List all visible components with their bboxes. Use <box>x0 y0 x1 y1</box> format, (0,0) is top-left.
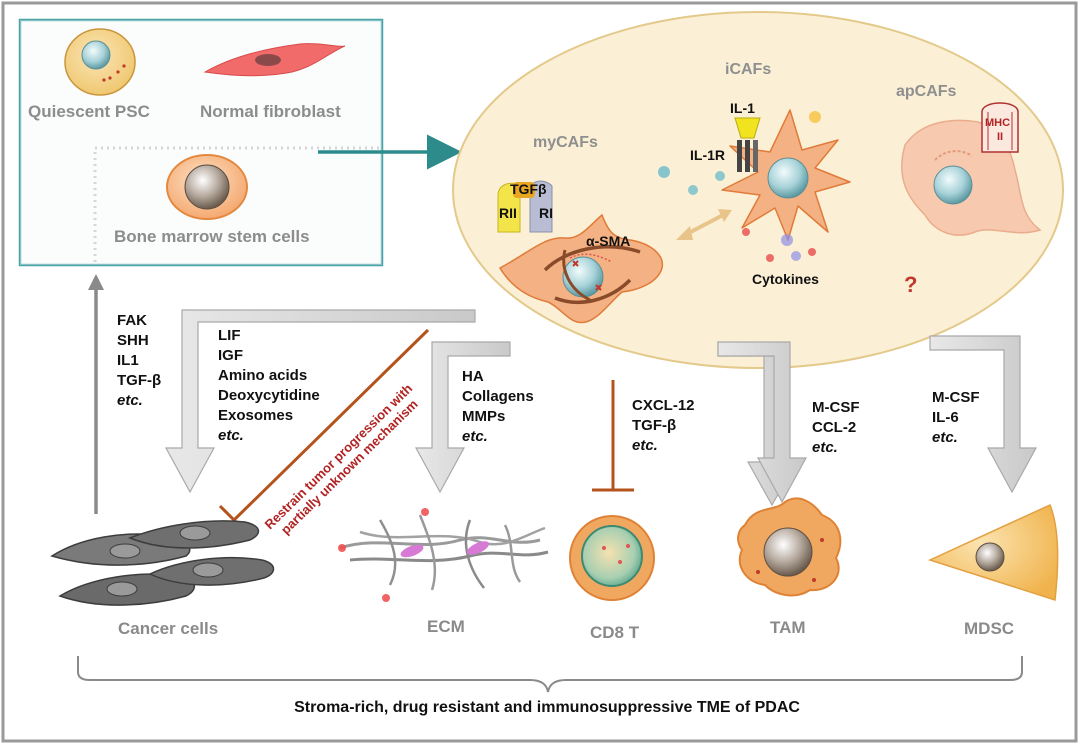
footer-caption: Stroma-rich, drug resistant and immunosu… <box>294 699 800 716</box>
tgfb-label: TGFβ <box>510 181 547 197</box>
mdsc-signals: M-CSF IL-6 etc. <box>932 389 980 446</box>
svg-text:etc.: etc. <box>632 437 658 454</box>
ri-label: RI <box>539 205 553 221</box>
mdsc-label: MDSC <box>964 619 1014 638</box>
mycaf-cell <box>498 213 664 324</box>
ecm-label: ECM <box>427 617 465 636</box>
svg-text:FAK: FAK <box>117 312 147 329</box>
svg-text:CCL-2: CCL-2 <box>812 419 856 436</box>
tam-signals: M-CSF CCL-2 etc. <box>812 399 860 456</box>
tam-label: TAM <box>770 618 806 637</box>
svg-text:etc.: etc. <box>117 392 143 409</box>
svg-text:Deoxycytidine: Deoxycytidine <box>218 387 320 404</box>
svg-text:SHH: SHH <box>117 332 149 349</box>
svg-text:etc.: etc. <box>218 427 244 444</box>
il1r-label: IL-1R <box>690 147 725 163</box>
caf-to-ecm-arrow <box>414 341 511 494</box>
icafs-label: iCAFs <box>725 61 771 78</box>
il1-label: IL-1 <box>730 100 755 116</box>
asma-label: α-SMA <box>586 233 630 249</box>
cd8-signals: CXCL-12 TGF-β etc. <box>632 397 695 454</box>
caf-to-tam-arrow <box>717 341 808 507</box>
tam-cell <box>737 497 842 597</box>
mhc-ii-label: II <box>997 131 1003 143</box>
icaf-cell <box>721 109 851 241</box>
mhc-label: MHC <box>985 117 1010 129</box>
caf-to-cancer-arrow <box>164 309 476 494</box>
svg-text:LIF: LIF <box>218 327 241 344</box>
svg-text:MMPs: MMPs <box>462 408 505 425</box>
ecm-fibers <box>338 508 549 602</box>
tgfb-receptor <box>497 180 553 233</box>
il1-receptor <box>734 117 761 172</box>
rii-label: RII <box>499 205 517 221</box>
cd8-label: CD8 T <box>590 623 640 642</box>
cancer-to-caf-arrow <box>88 274 104 514</box>
svg-text:IL-6: IL-6 <box>932 409 959 426</box>
normal-fibroblast-cell <box>203 43 346 77</box>
cancer-to-caf-signals: FAK SHH IL1 TGF-β etc. <box>117 312 161 409</box>
svg-text:Exosomes: Exosomes <box>218 407 293 424</box>
cytokine-dots <box>658 111 821 262</box>
bone-marrow-label: Bone marrow stem cells <box>114 227 310 246</box>
bottom-brace <box>77 656 1023 693</box>
caf-subtypes-ellipse: myCAFs iCAFs apCAFs TGFβ RII RI α-SMA <box>452 11 1064 369</box>
caf-origins-box: Quiescent PSC Normal fibroblast Bone mar… <box>18 18 384 267</box>
quiescent-psc-cell <box>64 28 136 96</box>
mhc-ii-molecule <box>981 102 1019 153</box>
caf-to-cancer-signals: LIF IGF Amino acids Deoxycytidine Exosom… <box>218 327 320 444</box>
quiescent-psc-label: Quiescent PSC <box>28 102 150 121</box>
svg-text:Collagens: Collagens <box>462 388 534 405</box>
cd8-inhibition-line <box>592 380 634 492</box>
svg-text:M-CSF: M-CSF <box>812 399 860 416</box>
svg-text:M-CSF: M-CSF <box>932 389 980 406</box>
cd8-t-cell <box>569 515 655 601</box>
mycaf-icaf-conversion-arrow <box>676 209 732 240</box>
cytokines-label: Cytokines <box>752 271 819 287</box>
mdsc-cell <box>927 503 1059 601</box>
caf-to-mdsc-arrow <box>929 335 1038 494</box>
cancer-cells-label: Cancer cells <box>118 619 218 638</box>
svg-text:etc.: etc. <box>812 439 838 456</box>
normal-fibroblast-label: Normal fibroblast <box>200 102 341 121</box>
svg-text:TGF-β: TGF-β <box>632 417 676 434</box>
svg-text:Amino acids: Amino acids <box>218 367 307 384</box>
bone-marrow-stem-cell <box>166 154 248 220</box>
svg-text:IL1: IL1 <box>117 352 139 369</box>
svg-text:etc.: etc. <box>462 428 488 445</box>
mycafs-label: myCAFs <box>533 134 598 151</box>
svg-text:etc.: etc. <box>932 429 958 446</box>
svg-text:HA: HA <box>462 368 484 385</box>
svg-text:CXCL-12: CXCL-12 <box>632 397 695 414</box>
cancer-cells <box>50 520 275 606</box>
unknown-question-mark: ? <box>904 272 917 297</box>
apcafs-label: apCAFs <box>896 83 957 100</box>
svg-text:IGF: IGF <box>218 347 243 364</box>
svg-text:TGF-β: TGF-β <box>117 372 161 389</box>
ecm-signals: HA Collagens MMPs etc. <box>462 368 534 445</box>
